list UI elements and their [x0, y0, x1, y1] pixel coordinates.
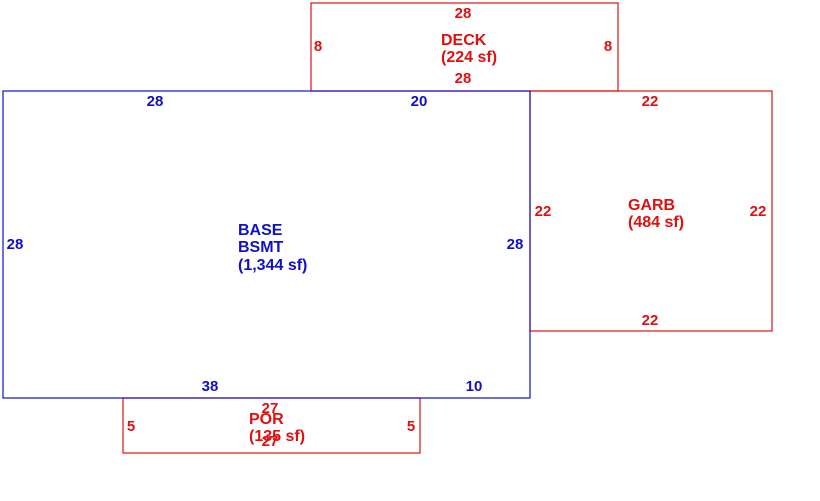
- base-code-label: BASE: [238, 222, 283, 239]
- garb-dim-left: 22: [535, 203, 552, 220]
- garb-dim-right: 22: [750, 203, 767, 220]
- base-dim-bottom-right: 10: [466, 378, 483, 395]
- garb-code-label: GARB: [628, 197, 675, 214]
- base-outline: [2, 90, 531, 399]
- base-dim-top-left: 28: [147, 93, 164, 110]
- por-area: 27 5 5 27 POR (135 sf): [122, 397, 421, 454]
- por-code-label: POR: [249, 411, 284, 428]
- deck-dim-top: 28: [455, 5, 472, 22]
- garb-dim-bottom: 22: [642, 312, 659, 329]
- garb-dim-top: 22: [642, 93, 659, 110]
- deck-dim-right: 8: [604, 38, 612, 55]
- deck-dim-left: 8: [314, 38, 322, 55]
- por-dim-left: 5: [127, 418, 135, 435]
- base-dim-top-right: 20: [411, 93, 428, 110]
- garb-area: 22 22 22 22 GARB (484 sf): [529, 90, 773, 332]
- deck-code-label: DECK: [441, 32, 487, 49]
- por-dim-top: 27: [262, 400, 279, 417]
- base-dim-right: 28: [507, 236, 524, 253]
- por-area-label: (135 sf): [249, 428, 305, 445]
- base-code2-label: BSMT: [238, 239, 284, 256]
- base-dim-bottom-left: 38: [202, 378, 219, 395]
- base-area: 28 20 28 28 38 10 BASE BSMT (1,344 sf): [2, 90, 531, 399]
- base-dim-left: 28: [7, 236, 24, 253]
- deck-area: 28 8 8 28 DECK (224 sf): [310, 2, 619, 92]
- por-dim-right: 5: [407, 418, 415, 435]
- base-area-label: (1,344 sf): [238, 257, 307, 274]
- deck-dim-bottom: 28: [455, 70, 472, 87]
- garb-area-label: (484 sf): [628, 214, 684, 231]
- por-dim-bottom: 27: [262, 433, 279, 450]
- deck-area-label: (224 sf): [441, 49, 497, 66]
